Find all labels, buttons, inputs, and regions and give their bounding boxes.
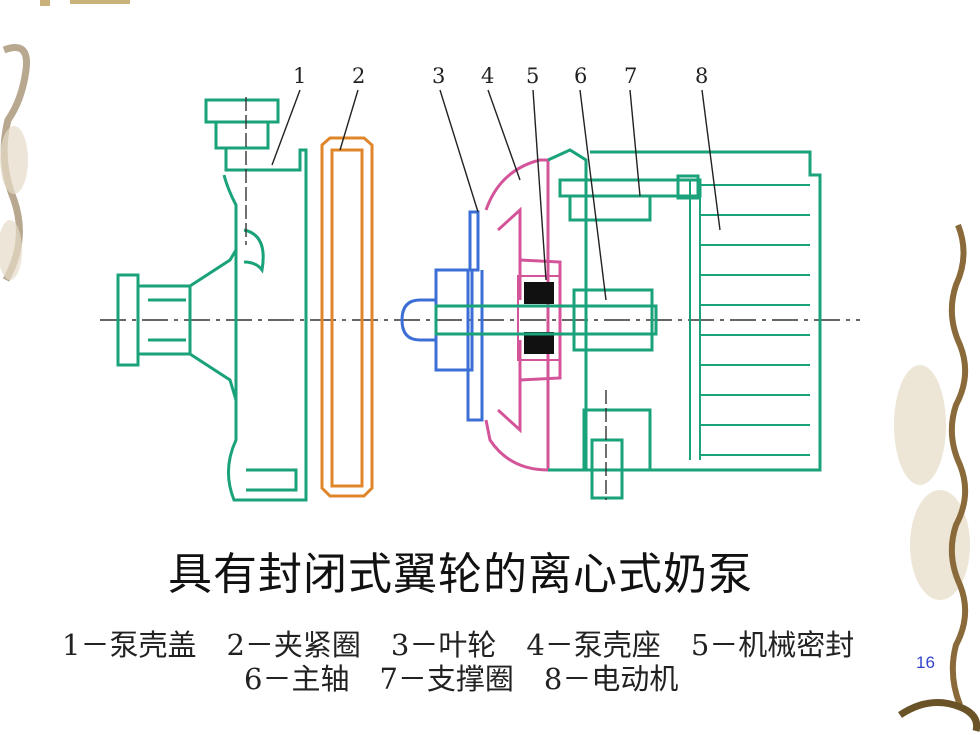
mechanical-seal [517,275,561,361]
callout-7: 7 [624,64,638,88]
callout-6: 6 [574,64,588,88]
callout-1: 1 [293,64,307,88]
legend-item: 7－支撑圈 [379,662,514,696]
legend-item: 5－机械密封 [690,628,855,662]
impeller [400,210,484,422]
legend-item: 6－主轴 [244,662,350,696]
leader-lines [271,89,721,301]
vine-decoration-left [0,44,31,282]
legend-item: 2－夹紧圈 [226,628,361,662]
callout-8: 8 [695,64,709,88]
callout-3: 3 [432,64,446,88]
pump-seat [484,158,562,472]
legend-line-1: 1－泵壳盖 2－夹紧圈 3－叶轮 4－泵壳座 5－机械密封 [62,622,884,664]
legend-item: 3－叶轮 [390,628,497,662]
legend-item: 1－泵壳盖 [62,628,197,662]
legend-item: 4－泵壳座 [526,628,661,662]
callout-2: 2 [352,64,366,88]
main-shaft [434,288,658,352]
legend-item: 8－电动机 [543,662,679,696]
callout-4: 4 [481,64,495,88]
callout-5: 5 [526,64,540,88]
electric-motor [590,150,822,472]
clamp-ring [320,136,374,498]
support-ring [547,148,702,500]
pump-diagram [100,89,860,502]
pump-cover [116,98,308,502]
vine-decoration-right [894,223,980,732]
legend-line-2: 6－主轴 7－支撑圈 8－电动机 [244,656,708,698]
corner-mark-top [40,0,130,6]
page-number: 16 [916,653,935,672]
slide-title: 具有封闭式翼轮的离心式奶泵 [168,549,753,600]
